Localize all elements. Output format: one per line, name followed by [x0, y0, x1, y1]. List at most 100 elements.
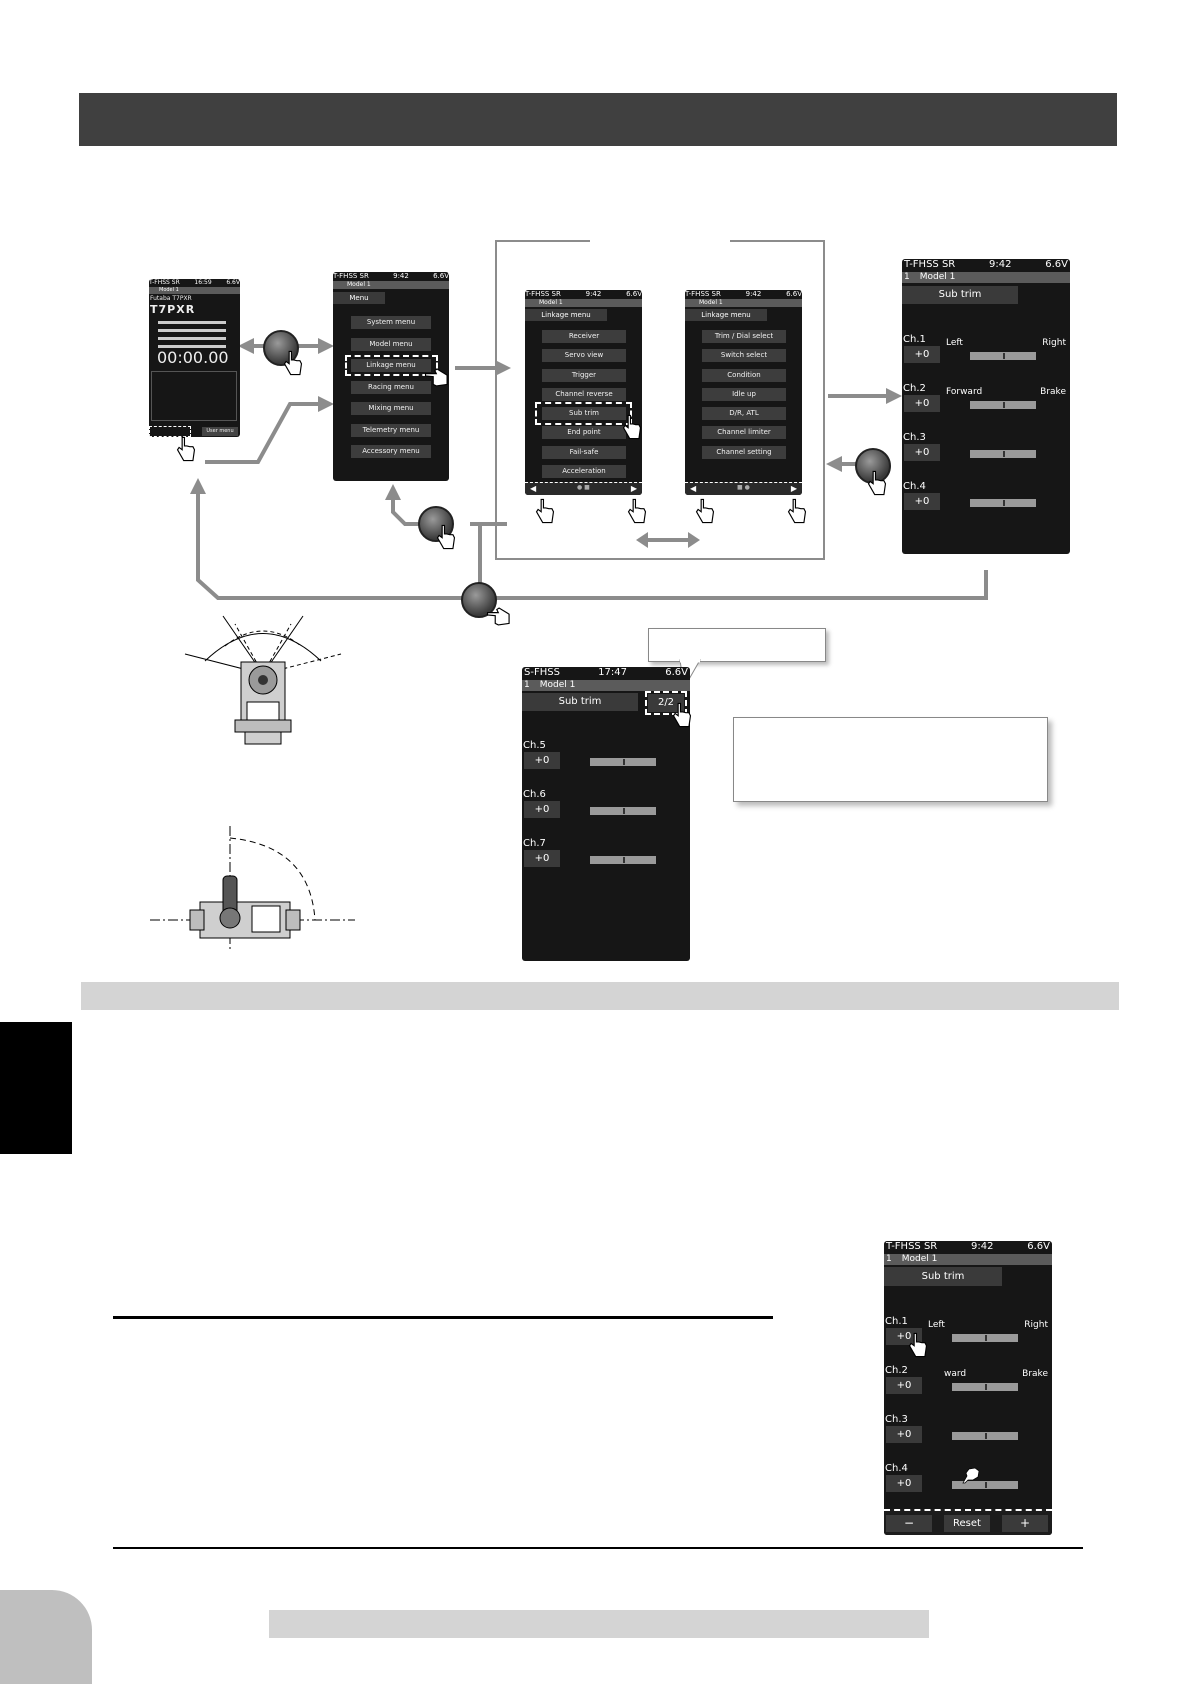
- logo-text: T7PXR: [150, 303, 196, 316]
- menu-item-idle-up[interactable]: Idle up: [702, 388, 786, 401]
- model-bar: Model 1: [525, 299, 642, 307]
- menu-item-channel-limiter[interactable]: Channel limiter: [702, 426, 786, 439]
- menu-item-fail-safe[interactable]: Fail-safe: [542, 446, 626, 459]
- callout-box: [648, 628, 826, 662]
- hand-pointer-icon: [436, 524, 456, 550]
- model-number: 1: [904, 272, 910, 282]
- status-time: 9:42: [745, 290, 762, 298]
- trim-slider: [590, 758, 656, 766]
- section-bar-light: [81, 982, 1119, 1010]
- right-label: Right: [1024, 1320, 1048, 1330]
- trim-slider: [970, 499, 1036, 507]
- trim-bars: [152, 317, 236, 353]
- prev-page-icon[interactable]: ◀: [530, 484, 537, 493]
- trim-slider: [590, 807, 656, 815]
- menu-item-switch-select[interactable]: Switch select: [702, 349, 786, 362]
- channel-value-button[interactable]: +0: [524, 850, 560, 867]
- page-nav-bar: ◀ ● ■ ▶: [525, 482, 642, 495]
- menu-item-accessory[interactable]: Accessory menu: [351, 445, 431, 458]
- menu-item-trim-dial-select[interactable]: Trim / Dial select: [702, 330, 786, 343]
- model-bar: 1 Model 1: [522, 680, 690, 691]
- screen-title: Sub trim: [884, 1267, 1002, 1286]
- channel-value-button[interactable]: +0: [886, 1475, 922, 1492]
- hand-pointer-icon: [908, 1332, 928, 1358]
- menu-item-channel-setting[interactable]: Channel setting: [702, 446, 786, 459]
- status-battery: 6.6V: [665, 667, 688, 678]
- linkage-dashed-highlight: [345, 355, 438, 376]
- menu-item-mixing[interactable]: Mixing menu: [351, 402, 431, 415]
- status-time: 9:42: [585, 290, 602, 298]
- channel-label: Ch.5: [523, 740, 546, 751]
- next-page-icon[interactable]: ▶: [630, 484, 637, 493]
- status-left: T-FHSS SR: [333, 272, 369, 280]
- divider-line: [113, 1316, 773, 1319]
- user-menu-button[interactable]: User menu: [202, 427, 238, 436]
- trim-slider: [952, 1383, 1018, 1391]
- menu-item-dr-atl[interactable]: D/R, ATL: [702, 407, 786, 420]
- menu-item-racing[interactable]: Racing menu: [351, 381, 431, 394]
- model-bar: Model 1: [149, 287, 240, 294]
- menu-item-receiver[interactable]: Receiver: [542, 330, 626, 343]
- channel-value-button[interactable]: +0: [524, 752, 560, 769]
- channel-value-button[interactable]: +0: [886, 1426, 922, 1443]
- model-name: Model 1: [539, 680, 576, 690]
- info-lines: [151, 371, 237, 421]
- model-bar: Model 1: [333, 281, 449, 289]
- channel-value-button[interactable]: +0: [904, 493, 940, 510]
- status-battery: 6.6V: [1045, 259, 1068, 270]
- bottom-rule: [113, 1547, 1083, 1549]
- menu-item-channel-reverse[interactable]: Channel reverse: [542, 388, 626, 401]
- hand-pointer-icon: [424, 368, 448, 387]
- screen-title: Linkage menu: [525, 309, 607, 321]
- reset-button[interactable]: Reset: [944, 1515, 990, 1532]
- hand-pointer-icon: [176, 436, 196, 462]
- menu-item-trigger[interactable]: Trigger: [542, 369, 626, 382]
- trim-slider: [970, 352, 1036, 360]
- menu-item-model[interactable]: Model menu: [351, 338, 431, 351]
- next-page-icon[interactable]: ▶: [790, 484, 797, 493]
- bottom-note-bar: [269, 1610, 929, 1638]
- status-time: 9:42: [971, 1241, 994, 1252]
- menu-item-servo-view[interactable]: Servo view: [542, 349, 626, 362]
- adjust-bar: − Reset +: [884, 1509, 1052, 1535]
- channel-value-button[interactable]: +0: [886, 1328, 922, 1345]
- note-box: [733, 717, 1048, 802]
- channel-label: Ch.1: [885, 1316, 908, 1327]
- hand-pointer-icon: [867, 470, 887, 496]
- linkage-menu-page1: T-FHSS SR 9:42 6.6V Model 1 Linkage menu…: [525, 290, 642, 495]
- channel-value-button[interactable]: +0: [524, 801, 560, 818]
- right-label: Brake: [1022, 1369, 1048, 1379]
- right-label: Right: [1042, 338, 1066, 348]
- menu-item-linkage[interactable]: Linkage menu: [351, 359, 431, 372]
- hand-pointer-icon: [283, 350, 303, 376]
- menu-item-end-point[interactable]: End point: [542, 426, 626, 439]
- brand-text: Futaba T7PXR: [150, 295, 192, 302]
- trim-slider: [952, 1334, 1018, 1342]
- minus-button[interactable]: −: [886, 1515, 932, 1532]
- prev-page-icon[interactable]: ◀: [690, 484, 697, 493]
- left-label: Left: [928, 1320, 945, 1330]
- menu-item-system[interactable]: System menu: [351, 316, 431, 329]
- menu-item-acceleration[interactable]: Acceleration: [542, 465, 626, 478]
- channel-value-button[interactable]: +0: [904, 444, 940, 461]
- status-left: T-FHSS SR: [685, 290, 721, 298]
- channel-value-button[interactable]: +0: [886, 1377, 922, 1394]
- channel-label: Ch.2: [903, 383, 926, 394]
- bracket-top-left: [495, 240, 590, 242]
- status-time: 16:59: [194, 279, 212, 286]
- trim-slider: [970, 450, 1036, 458]
- hand-pointer-icon: [486, 607, 510, 626]
- menu-item-sub-trim[interactable]: Sub trim: [542, 407, 626, 420]
- menu-item-telemetry[interactable]: Telemetry menu: [351, 424, 431, 437]
- channel-value-button[interactable]: +0: [904, 346, 940, 363]
- hand-pointer-icon: [535, 498, 555, 524]
- left-label: ward: [944, 1369, 967, 1379]
- hand-pointer-icon: [672, 702, 692, 728]
- hand-pointer-icon: [695, 498, 715, 524]
- status-left: T-FHSS SR: [149, 279, 180, 286]
- channel-value-button[interactable]: +0: [904, 395, 940, 412]
- menu-item-condition[interactable]: Condition: [702, 369, 786, 382]
- page-nav-bar: ◀ ■ ● ▶: [685, 482, 802, 495]
- page-indicator-button[interactable]: 2/2: [648, 694, 684, 712]
- plus-button[interactable]: +: [1002, 1515, 1048, 1532]
